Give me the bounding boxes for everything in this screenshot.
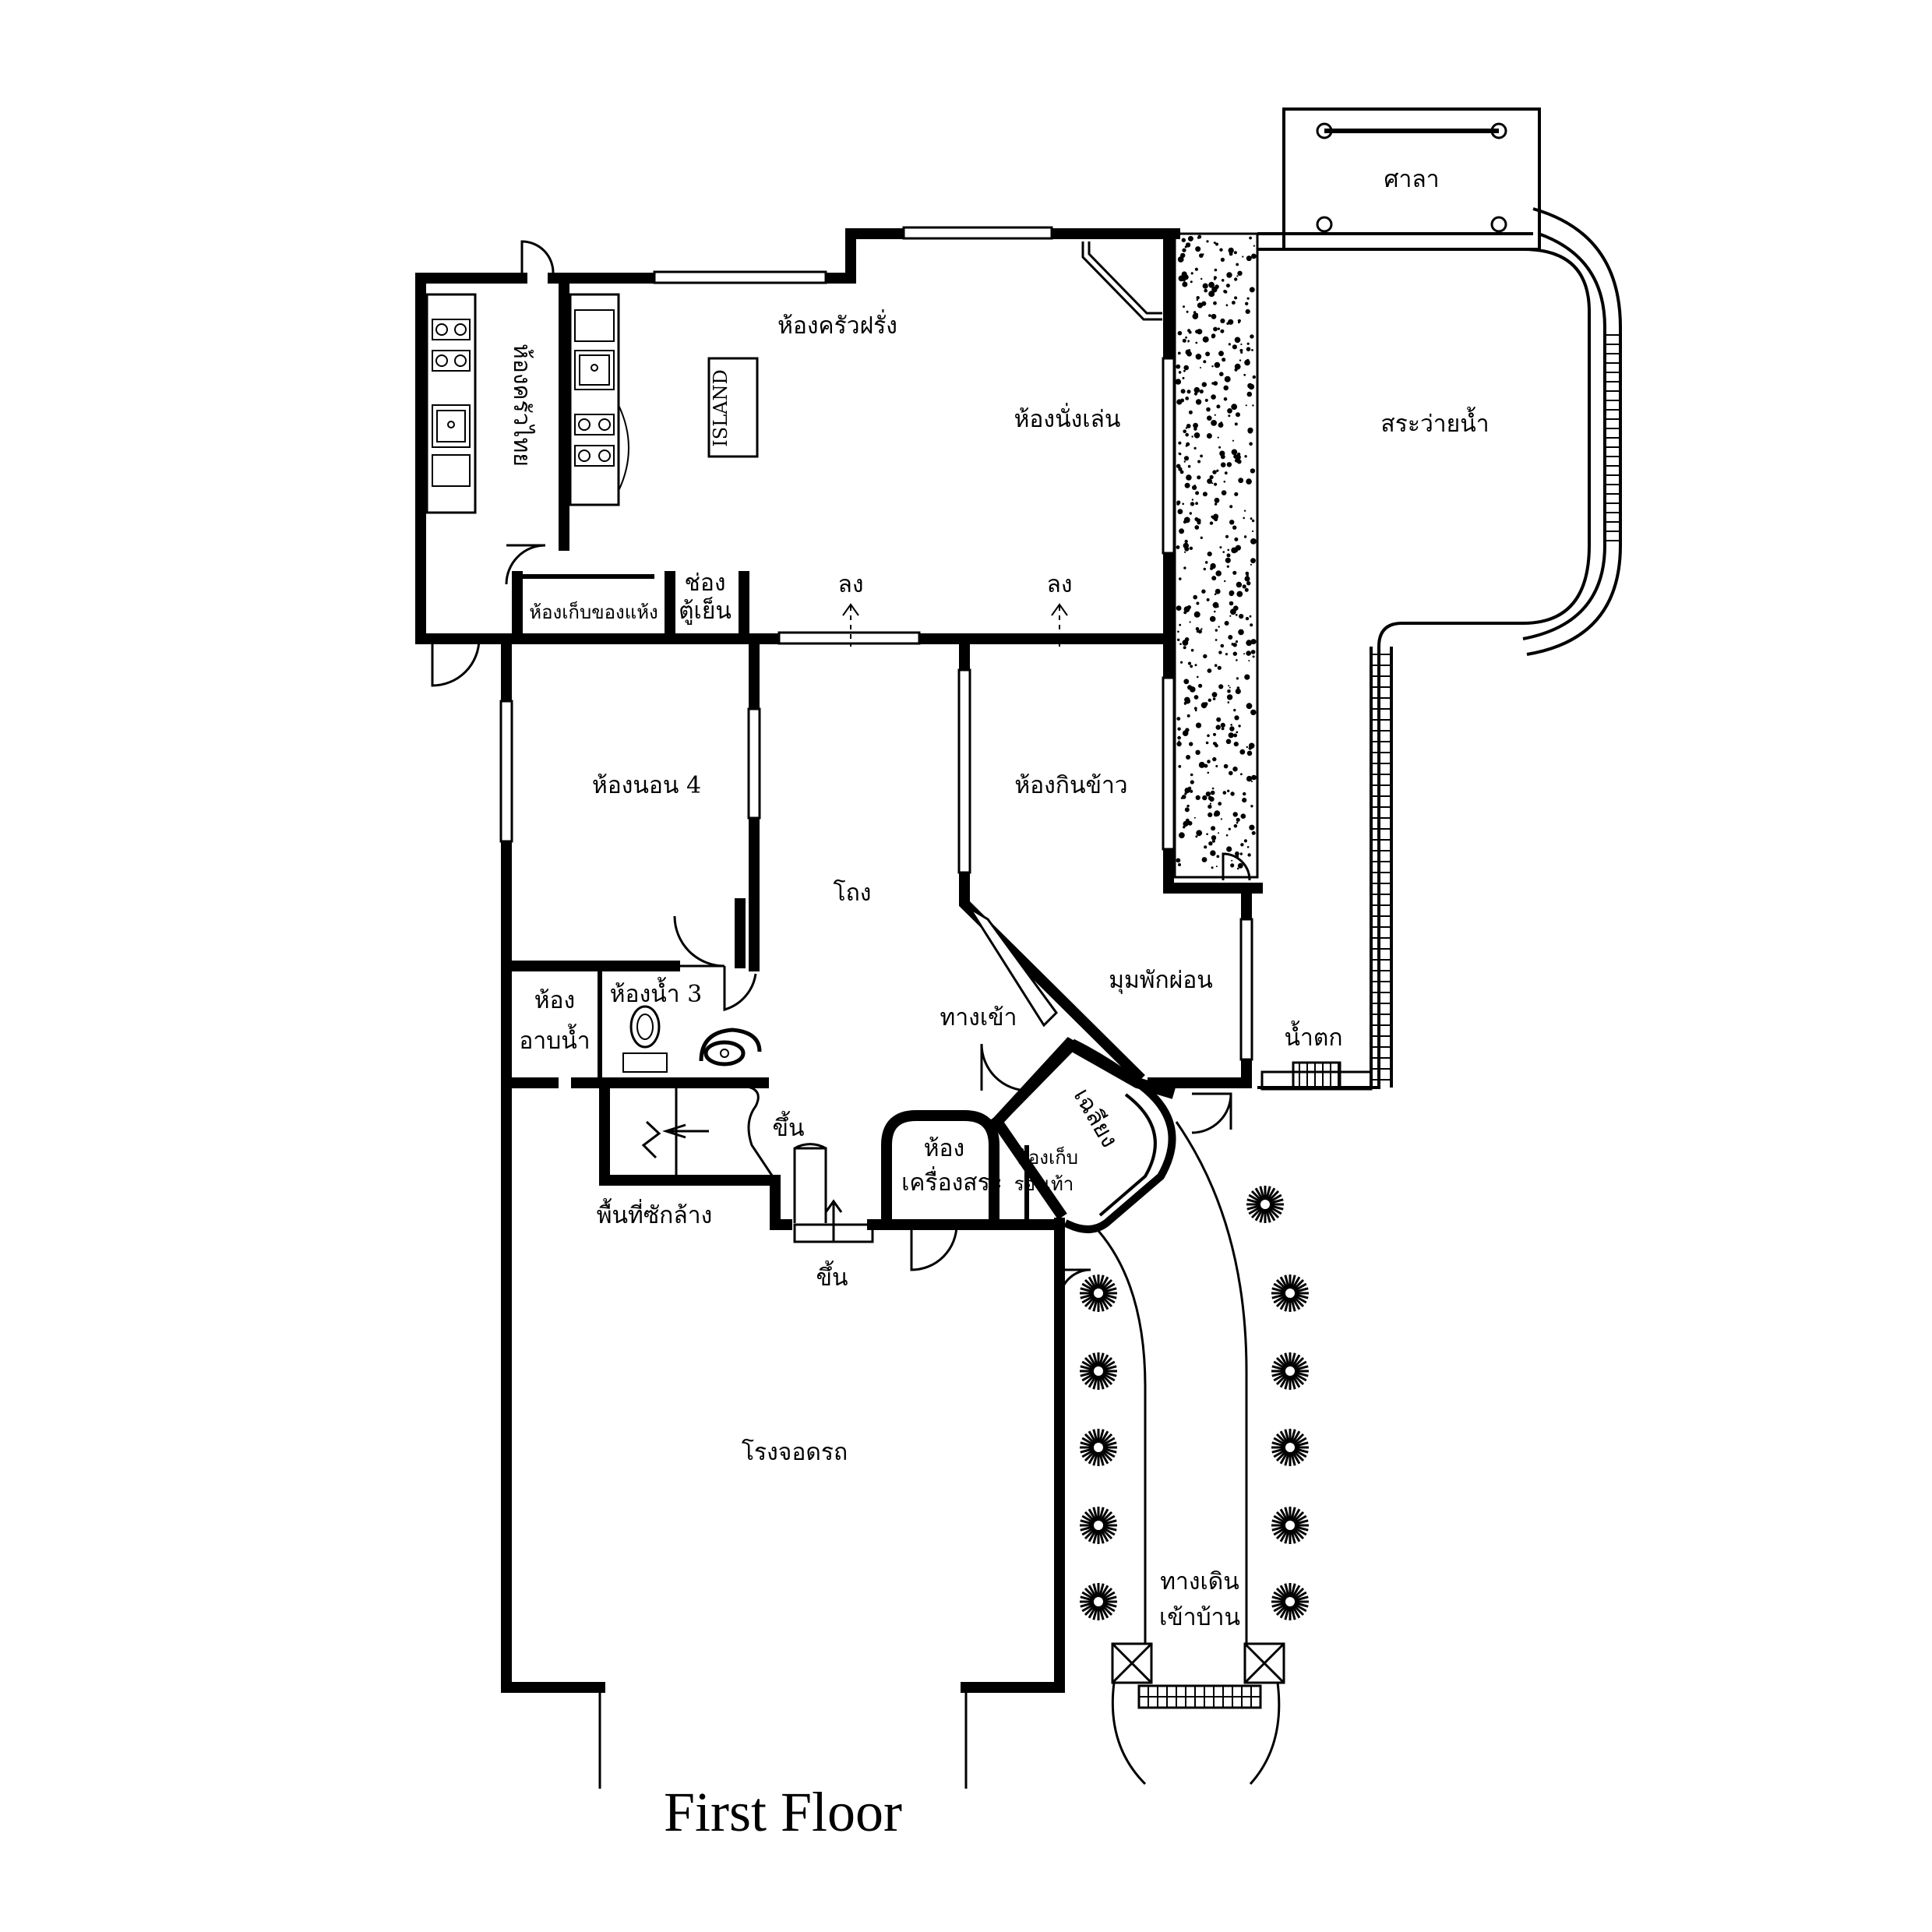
label-entrance: ทางเข้า bbox=[940, 1004, 1017, 1031]
label-garage: โรงจอดรถ bbox=[742, 1438, 848, 1466]
label-prayer-line1: ห้อง bbox=[924, 1135, 964, 1162]
windows bbox=[499, 226, 1253, 1061]
doors bbox=[431, 240, 1251, 1302]
label-thai-kitchen: ห้องครัวไทย bbox=[508, 344, 536, 467]
label-western-kitchen: ห้องครัวฝรั่ง bbox=[777, 309, 897, 340]
label-island: ISLAND bbox=[710, 369, 732, 446]
label-fridge-line2: ตู้เย็น bbox=[679, 596, 732, 625]
label-shower-line1: ห้อง bbox=[534, 987, 575, 1014]
label-sala: ศาลา bbox=[1384, 166, 1439, 193]
bath3-fixtures bbox=[622, 1005, 762, 1073]
driveway bbox=[598, 1687, 968, 1789]
thai-kitchen-counter bbox=[425, 293, 477, 514]
shrubs bbox=[1080, 1186, 1309, 1620]
garage-up-arrow bbox=[793, 1199, 874, 1243]
label-walkway-line2: เข้าบ้าน bbox=[1159, 1604, 1240, 1631]
label-hall: โถง bbox=[834, 879, 872, 907]
label-fridge-line1: ช่อง bbox=[684, 569, 725, 597]
pool-outline bbox=[1257, 207, 1622, 1089]
label-up-stair: ขึ้น bbox=[772, 1111, 804, 1142]
label-shoe-line2: รองเท้า bbox=[1014, 1173, 1074, 1195]
down-arrows bbox=[842, 603, 1068, 647]
label-walkway-line1: ทางเดิน bbox=[1160, 1568, 1239, 1595]
walls bbox=[415, 228, 1263, 1693]
island-counter bbox=[707, 357, 759, 458]
western-kitchen-counter bbox=[569, 293, 629, 506]
label-shower-line2: อาบน้ำ bbox=[519, 1024, 590, 1055]
staircase bbox=[608, 1085, 777, 1181]
label-waterfall: น้ำตก bbox=[1285, 1021, 1343, 1052]
walkway bbox=[1097, 1121, 1285, 1786]
room-labels: ศาลา ห้องครัวฝรั่ง ห้องครัวไทย ISLAND ห้… bbox=[508, 166, 1490, 1631]
label-family-room: ห้องนั่งเล่น bbox=[1014, 403, 1121, 433]
label-bedroom4: ห้องนอน 4 bbox=[592, 772, 701, 799]
label-pantry: ห้องเก็บของแห้ง bbox=[529, 601, 658, 623]
label-laundry: พื้นที่ซักล้าง bbox=[597, 1198, 712, 1229]
corner-cabinet bbox=[1081, 242, 1162, 321]
label-up-garage: ขึ้น bbox=[816, 1260, 848, 1292]
label-shoe-line1: ห้องเก็บ bbox=[1016, 1146, 1078, 1169]
label-dining: ห้องกินข้าว bbox=[1014, 772, 1127, 799]
plan-title: First Floor bbox=[664, 1781, 902, 1843]
label-pool: สระว่ายน้ำ bbox=[1380, 407, 1489, 438]
label-down-right: ลง bbox=[1046, 571, 1072, 598]
waterfall-feature bbox=[1260, 1061, 1373, 1091]
label-lounge: มุมพักผ่อน bbox=[1109, 967, 1213, 995]
label-bath3: ห้องน้ำ 3 bbox=[610, 977, 702, 1008]
label-terrace: เฉลียง bbox=[1068, 1084, 1123, 1152]
terrace-capsule bbox=[992, 1038, 1176, 1233]
label-down-left: ลง bbox=[837, 571, 863, 598]
planter-strip bbox=[1173, 232, 1259, 879]
label-prayer-line2: เครื่องสระ bbox=[901, 1166, 1003, 1197]
